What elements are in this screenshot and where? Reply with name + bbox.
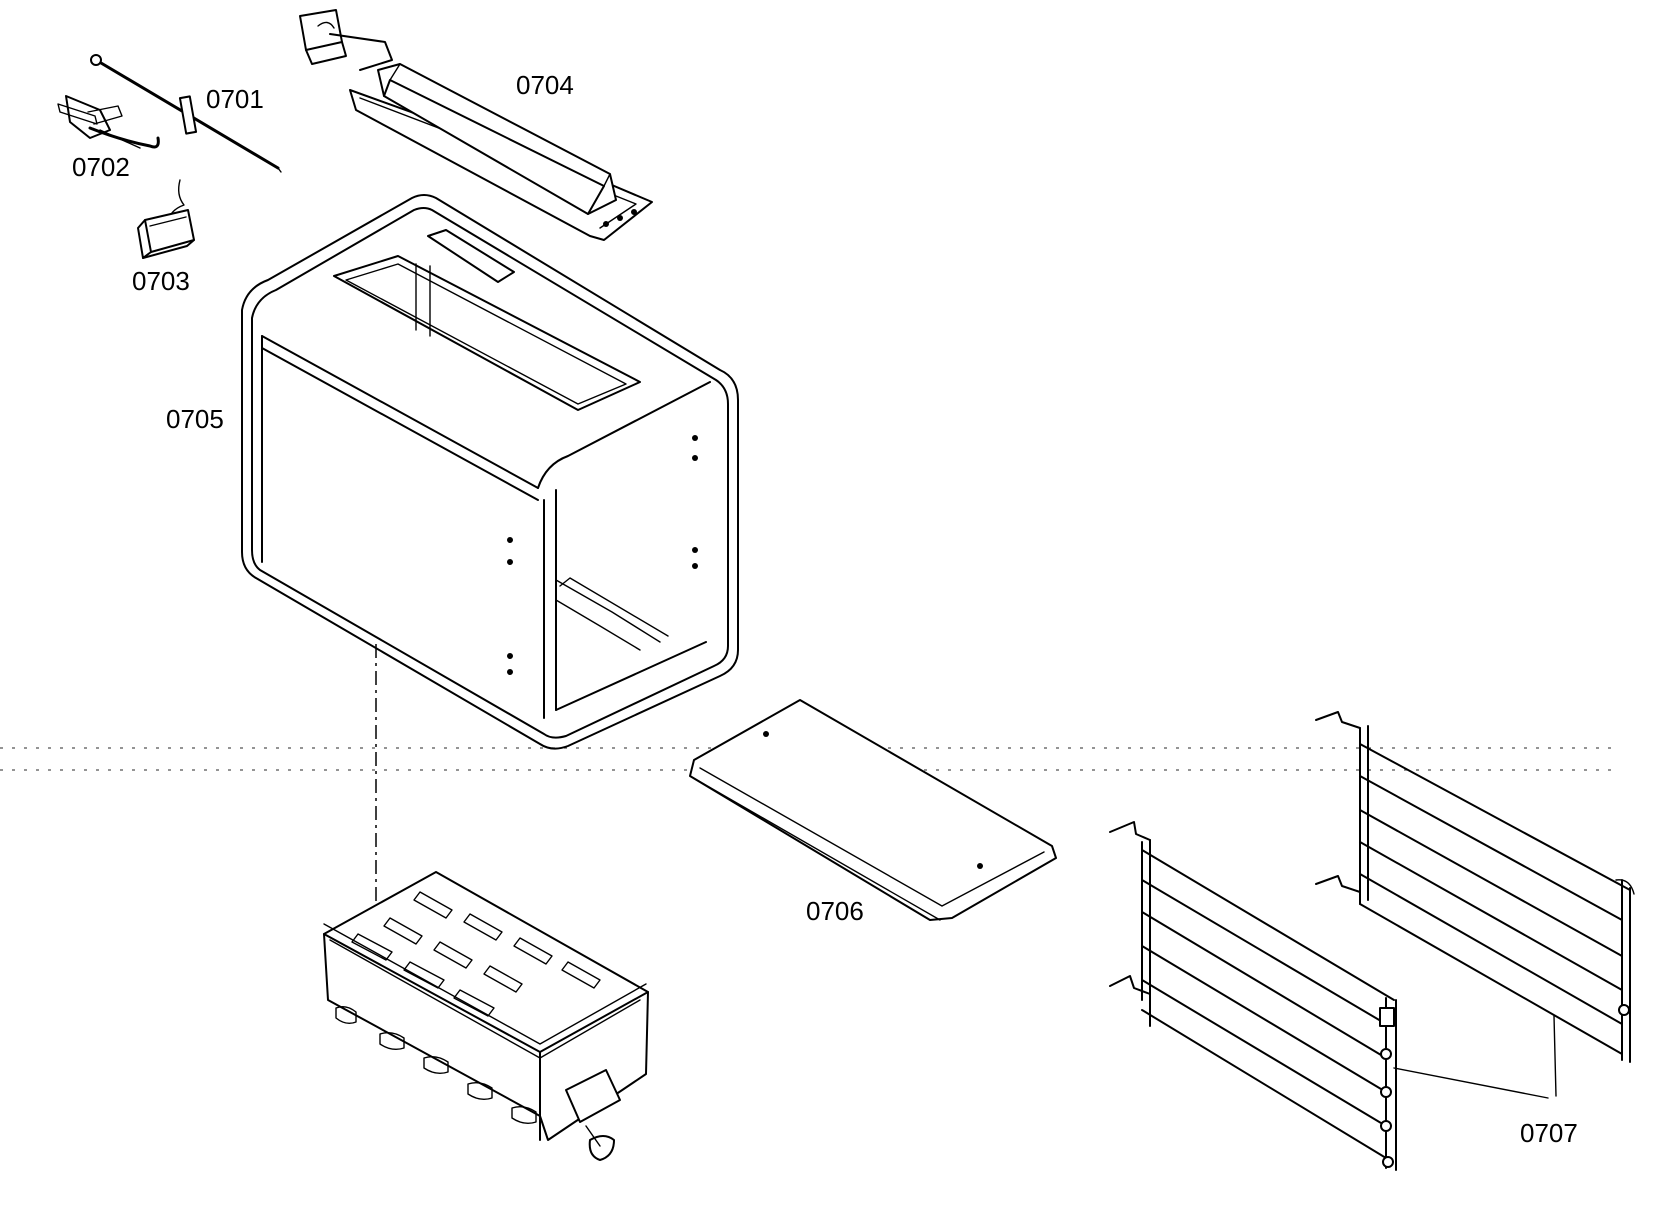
part-0705-housing[interactable] xyxy=(241,194,739,750)
part-labels: 0701 0702 0703 0704 0705 0706 0707 xyxy=(72,70,1578,1148)
label-0705: 0705 xyxy=(166,404,224,434)
part-0707-rack-guide-front[interactable] xyxy=(1109,821,1397,1171)
part-0706-crumb-tray[interactable] xyxy=(689,699,1057,921)
part-0707-rack-guide-rear[interactable] xyxy=(1315,711,1635,1063)
label-0703: 0703 xyxy=(132,266,190,296)
label-0701: 0701 xyxy=(206,84,264,114)
label-0704: 0704 xyxy=(516,70,574,100)
label-0706: 0706 xyxy=(806,896,864,926)
part-0703-control-module[interactable] xyxy=(137,179,195,259)
part-0701-probe-wire[interactable] xyxy=(90,54,282,173)
basket[interactable] xyxy=(323,871,649,1161)
part-0704-heating-element[interactable] xyxy=(299,9,653,241)
part-0702-thermostat-sensor[interactable] xyxy=(57,95,160,149)
leader-lines-0707 xyxy=(1393,1015,1557,1099)
label-0707: 0707 xyxy=(1520,1118,1578,1148)
label-0702: 0702 xyxy=(72,152,130,182)
